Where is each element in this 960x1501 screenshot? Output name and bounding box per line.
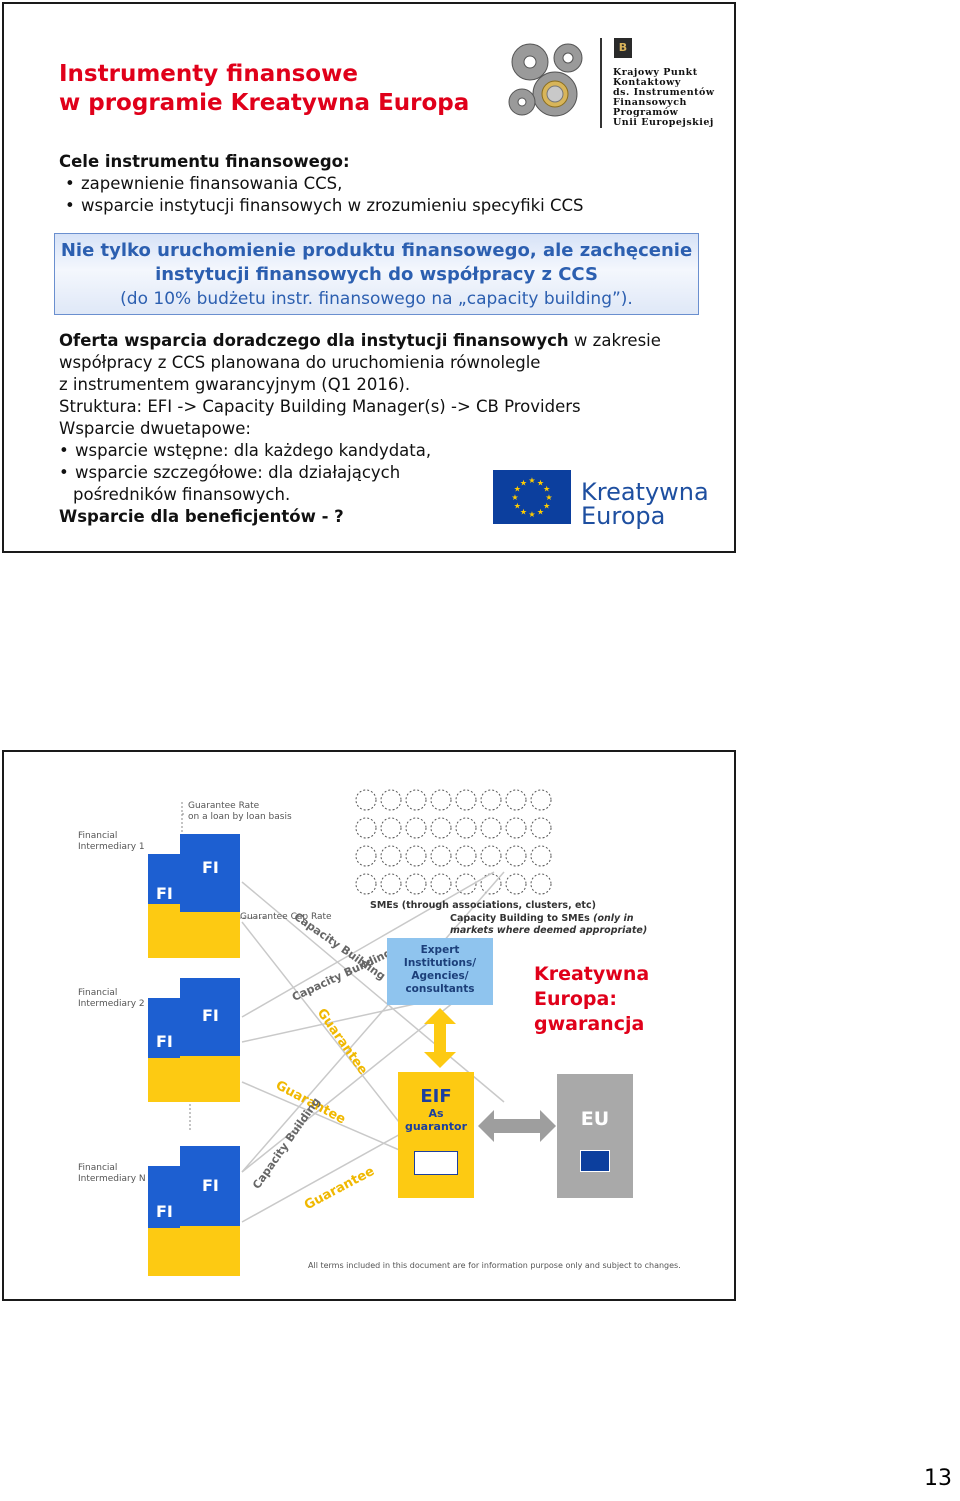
sme-circle xyxy=(531,790,551,810)
sme-circle xyxy=(406,874,426,894)
sme-circle xyxy=(381,818,401,838)
callout-line-3: (do 10% budżetu instr. finansowego na „c… xyxy=(55,287,698,311)
eu-star-icon: ★ xyxy=(520,478,527,487)
sme-circle xyxy=(431,874,451,894)
eu-star-icon: ★ xyxy=(537,508,544,517)
eu-star-icon: ★ xyxy=(528,510,535,519)
eu-star-icon: ★ xyxy=(528,476,535,485)
sme-circle xyxy=(356,818,376,838)
eu-star-icon: ★ xyxy=(543,502,550,511)
fi-n-label: Financial Intermediary N xyxy=(78,1163,146,1185)
eu-box: EU xyxy=(557,1074,633,1198)
title-line-1: Instrumenty finansowe xyxy=(59,60,469,89)
sme-circle xyxy=(406,790,426,810)
callout-line-1: Nie tylko uruchomienie produktu finansow… xyxy=(55,239,698,263)
sme-circle xyxy=(481,790,501,810)
fi-block-1: FI FI xyxy=(148,834,240,958)
sme-circle xyxy=(381,846,401,866)
fi-text: FI xyxy=(202,858,219,877)
eu-flag-small-icon xyxy=(580,1150,610,1172)
sme-circle xyxy=(531,874,551,894)
logo-divider xyxy=(600,38,602,128)
callout-box: Nie tylko uruchomienie produktu finansow… xyxy=(54,233,699,315)
fi-2-label: Financial Intermediary 2 xyxy=(78,988,145,1010)
eif-logo-icon xyxy=(414,1151,458,1175)
title-line-2: w programie Kreatywna Europa xyxy=(59,89,469,118)
support-item: wsparcie wstępne: dla każdego kandydata, xyxy=(59,440,719,462)
sme-circle xyxy=(481,846,501,866)
sme-circle xyxy=(356,846,376,866)
fi-1-label: Financial Intermediary 1 xyxy=(78,831,145,853)
sme-circle xyxy=(356,874,376,894)
fi-text: FI xyxy=(156,1202,173,1221)
sme-circle xyxy=(406,818,426,838)
support-heading: Wsparcie dwuetapowe: xyxy=(59,418,719,440)
sme-circle xyxy=(506,818,526,838)
slide-title: Instrumenty finansowe w programie Kreaty… xyxy=(59,60,469,118)
eu-star-icon: ★ xyxy=(543,485,550,494)
sme-circle xyxy=(456,790,476,810)
double-arrow-vertical-icon xyxy=(422,1008,458,1068)
slide-1: Instrumenty finansowe w programie Kreaty… xyxy=(2,2,736,553)
kpk-emblem-icon: B xyxy=(614,38,632,58)
fi-text: FI xyxy=(202,1176,219,1195)
smes-label: SMEs (through associations, clusters, et… xyxy=(370,900,596,911)
goal-item: wsparcie instytucji finansowych w zrozum… xyxy=(65,195,699,217)
fi-text: FI xyxy=(202,1006,219,1025)
sme-circle xyxy=(531,818,551,838)
cb-smes-label: Capacity Building to SMEs (only in marke… xyxy=(450,913,647,937)
fi-block-2: FI FI xyxy=(148,978,240,1102)
sme-circle xyxy=(431,790,451,810)
guarantee-rate-label: Guarantee Rate on a loan by loan basis xyxy=(188,801,292,823)
sme-circle xyxy=(381,874,401,894)
offer-line-1: Oferta wsparcia doradczego dla instytucj… xyxy=(59,330,719,352)
page-number: 13 xyxy=(924,1466,952,1491)
eu-label: EU xyxy=(557,1108,633,1130)
side-title: Kreatywna Europa: gwarancja xyxy=(534,962,649,1037)
gears-coin-logo xyxy=(500,32,598,130)
goals-section: Cele instrumentu finansowego: zapewnieni… xyxy=(59,151,699,217)
sme-circle xyxy=(506,790,526,810)
diagram-footer: All terms included in this document are … xyxy=(308,1261,681,1270)
offer-line-2: współpracy z CCS planowana do uruchomien… xyxy=(59,352,719,374)
sme-circle xyxy=(481,818,501,838)
sme-circle xyxy=(531,846,551,866)
eu-star-icon: ★ xyxy=(511,493,518,502)
slide-2: Guarantee Rate on a loan by loan basis F… xyxy=(2,750,736,1301)
goal-item: zapewnienie finansowania CCS, xyxy=(65,173,699,195)
eu-flag-icon: ★★★★★★★★★★★★ xyxy=(493,470,571,524)
eu-star-icon: ★ xyxy=(520,508,527,517)
sme-circle xyxy=(381,790,401,810)
structure-line: Struktura: EFI -> Capacity Building Mana… xyxy=(59,396,719,418)
double-arrow-horizontal-icon xyxy=(478,1108,556,1144)
sme-circle xyxy=(406,846,426,866)
fi-block-n: FI FI xyxy=(148,1146,240,1276)
sme-circle xyxy=(506,846,526,866)
fi-text: FI xyxy=(156,884,173,903)
offer-line-3: z instrumentem gwarancyjnym (Q1 2016). xyxy=(59,374,719,396)
sme-circle xyxy=(456,846,476,866)
sme-circle xyxy=(506,874,526,894)
cap-rate-label: Guarantee Cap Rate xyxy=(240,912,332,923)
sme-circle xyxy=(431,846,451,866)
creative-europe-logo-text: Kreatywna Europa xyxy=(581,480,709,528)
goals-heading: Cele instrumentu finansowego: xyxy=(59,151,699,173)
fi-text: FI xyxy=(156,1032,173,1051)
sme-circle xyxy=(431,818,451,838)
eu-star-icon: ★ xyxy=(514,502,521,511)
sme-circle xyxy=(456,818,476,838)
sme-circle xyxy=(356,790,376,810)
kpk-logo-text: Krajowy Punkt Kontaktowy ds. Instrumentó… xyxy=(613,68,715,128)
callout-line-2: instytucji finansowych do współpracy z C… xyxy=(55,263,698,287)
eif-guarantor-box: EIF As guarantor xyxy=(398,1072,474,1198)
expert-institutions-box: Expert Institutions/ Agencies/ consultan… xyxy=(387,938,493,1005)
